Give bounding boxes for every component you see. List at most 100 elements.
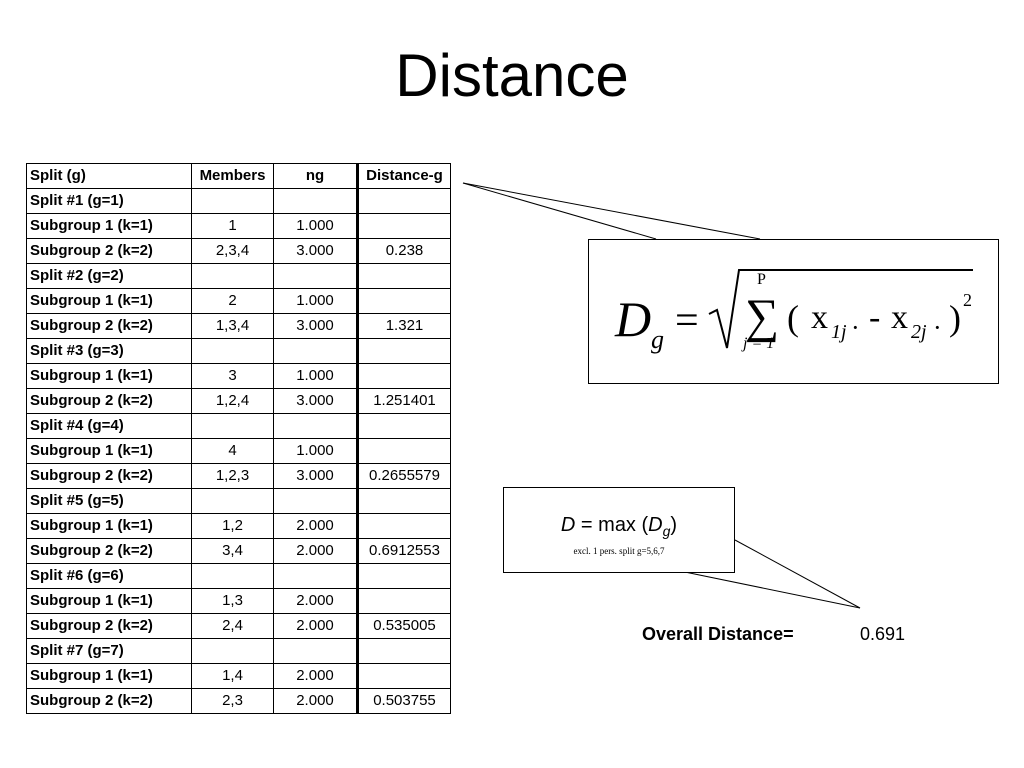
table-cell: Subgroup 2 (k=2) bbox=[26, 238, 192, 264]
table-row: Split #3 (g=3) bbox=[26, 338, 451, 364]
formula-term2: x bbox=[891, 299, 908, 336]
distance-formula: D g = P ∑ j = 1 ( x 1j · - x 2j · ) 2 bbox=[614, 269, 973, 354]
table-cell: 1,2,4 bbox=[191, 388, 274, 414]
max-note: excl. 1 pers. split g=5,6,7 bbox=[573, 546, 665, 556]
table-cell: Split #5 (g=5) bbox=[26, 488, 192, 514]
max-distance-box: D = max (Dg) excl. 1 pers. split g=5,6,7 bbox=[503, 487, 735, 573]
formula-exponent: 2 bbox=[963, 290, 972, 310]
table-cell: Subgroup 1 (k=1) bbox=[26, 663, 192, 689]
table-cell bbox=[191, 638, 274, 664]
table-cell bbox=[356, 588, 451, 614]
table-row: Split #2 (g=2) bbox=[26, 263, 451, 289]
table-header-cell: ng bbox=[273, 163, 358, 189]
table-cell bbox=[356, 638, 451, 664]
table-cell: 1.000 bbox=[273, 438, 358, 464]
table-header-cell: Distance-g bbox=[356, 163, 451, 189]
table-row: Split #5 (g=5) bbox=[26, 488, 451, 514]
table-cell: 2.000 bbox=[273, 538, 358, 564]
table-cell: Subgroup 2 (k=2) bbox=[26, 388, 192, 414]
table-cell: 2.000 bbox=[273, 588, 358, 614]
formula-minus: - bbox=[869, 299, 880, 336]
table-cell bbox=[356, 338, 451, 364]
table-cell: 1,3 bbox=[191, 588, 274, 614]
table-cell bbox=[356, 213, 451, 239]
overall-distance-value: 0.691 bbox=[860, 624, 906, 644]
table-cell: 1.321 bbox=[356, 313, 451, 339]
table-cell bbox=[356, 188, 451, 214]
table-cell bbox=[356, 513, 451, 539]
overall-distance-label: Overall Distance= bbox=[642, 624, 794, 644]
table-cell: 1,2 bbox=[191, 513, 274, 539]
table-cell: 0.503755 bbox=[356, 688, 451, 714]
table-cell bbox=[191, 263, 274, 289]
formula-lhs: D bbox=[614, 291, 651, 347]
table-cell: 3.000 bbox=[273, 238, 358, 264]
max-d: D bbox=[560, 514, 576, 536]
sum-sign: ∑ bbox=[745, 290, 779, 343]
table-cell bbox=[356, 363, 451, 389]
table-cell bbox=[273, 263, 358, 289]
table-cell: 0.535005 bbox=[356, 613, 451, 639]
sum-upper-limit: P bbox=[757, 271, 766, 288]
callout-line-2 bbox=[462, 182, 761, 240]
table-cell: 3,4 bbox=[191, 538, 274, 564]
table-cell: 0.6912553 bbox=[356, 538, 451, 564]
max-dg-sub: g bbox=[662, 523, 671, 539]
table-cell: 0.2655579 bbox=[356, 463, 451, 489]
table-cell bbox=[356, 263, 451, 289]
sum-lower-limit: j = 1 bbox=[741, 335, 774, 352]
table-cell bbox=[273, 488, 358, 514]
max-close: ) bbox=[670, 514, 678, 536]
table-cell: 1.000 bbox=[273, 213, 358, 239]
table-cell: 1,2,3 bbox=[191, 463, 274, 489]
table-cell: Split #2 (g=2) bbox=[26, 263, 192, 289]
table-cell bbox=[191, 563, 274, 589]
table-cell bbox=[356, 438, 451, 464]
table-cell: 2.000 bbox=[273, 663, 358, 689]
table-row: Split #1 (g=1) bbox=[26, 188, 451, 214]
table-cell: 2 bbox=[191, 288, 274, 314]
table-cell: 1,4 bbox=[191, 663, 274, 689]
table-cell: 1.251401 bbox=[356, 388, 451, 414]
table-row: Split #6 (g=6) bbox=[26, 563, 451, 589]
table-cell: Subgroup 1 (k=1) bbox=[26, 363, 192, 389]
table-header-cell: Split (g) bbox=[26, 163, 192, 189]
table-cell: Split #6 (g=6) bbox=[26, 563, 192, 589]
formula-open-paren: ( bbox=[787, 298, 799, 338]
table-cell bbox=[273, 338, 358, 364]
table-cell bbox=[191, 338, 274, 364]
table-cell: Subgroup 2 (k=2) bbox=[26, 613, 192, 639]
table-cell bbox=[273, 563, 358, 589]
table-cell bbox=[356, 563, 451, 589]
table-cell bbox=[191, 488, 274, 514]
callout-line-1 bbox=[462, 182, 657, 240]
table-row: Split #7 (g=7) bbox=[26, 638, 451, 664]
table-cell bbox=[356, 288, 451, 314]
formula-term1: x bbox=[811, 299, 828, 336]
table-cell bbox=[191, 413, 274, 439]
table-cell: 3.000 bbox=[273, 313, 358, 339]
table-cell bbox=[356, 413, 451, 439]
table-cell bbox=[273, 638, 358, 664]
table-cell: Subgroup 1 (k=1) bbox=[26, 438, 192, 464]
table-cell: 2,4 bbox=[191, 613, 274, 639]
max-eq: = max ( bbox=[575, 514, 649, 536]
max-formula: D = max (Dg) bbox=[504, 514, 734, 539]
sqrt-sign bbox=[708, 269, 973, 349]
table-row: Split #4 (g=4) bbox=[26, 413, 451, 439]
table-cell: 2.000 bbox=[273, 513, 358, 539]
table-cell: 3.000 bbox=[273, 463, 358, 489]
table-cell: 3.000 bbox=[273, 388, 358, 414]
table-cell: 1,3,4 bbox=[191, 313, 274, 339]
formula-lhs-sub: g bbox=[651, 325, 664, 354]
table-cell: Split #3 (g=3) bbox=[26, 338, 192, 364]
